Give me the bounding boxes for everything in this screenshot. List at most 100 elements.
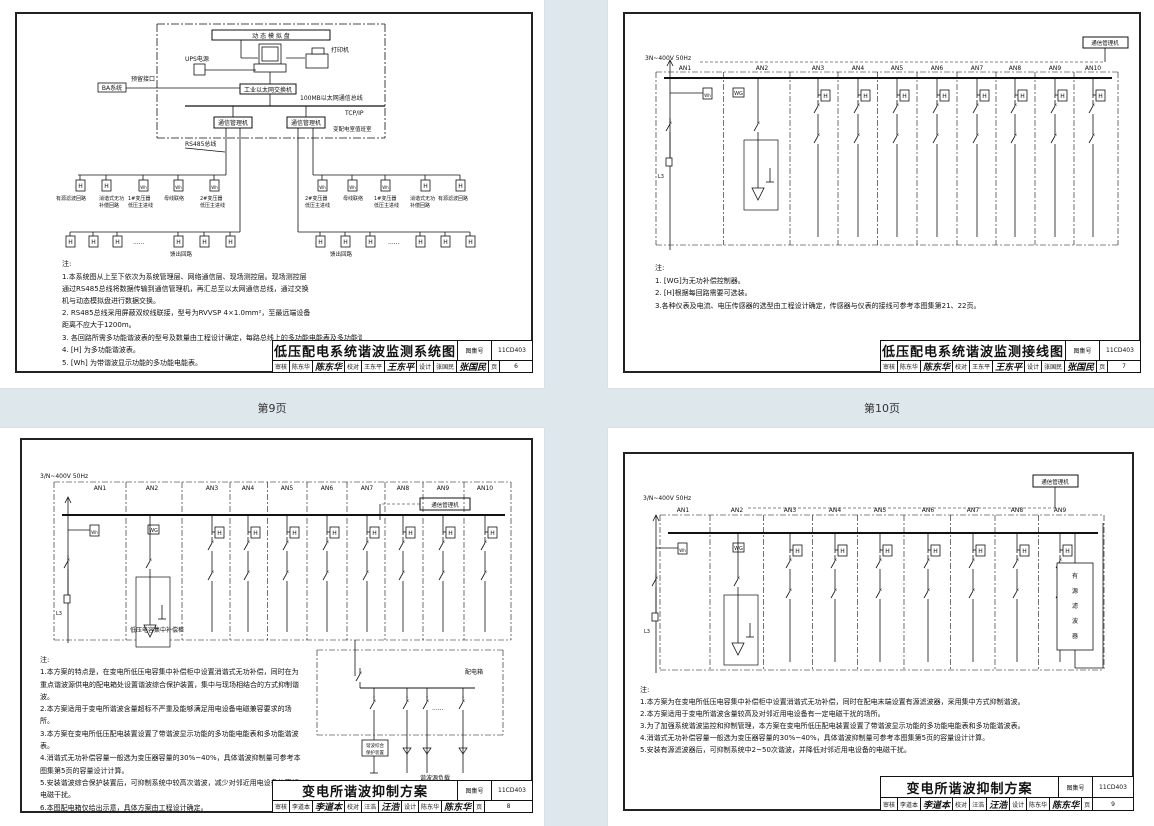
meter-symbol: Wh	[319, 185, 326, 190]
harmonic-meter-icon	[250, 526, 261, 539]
breaker-cross-icon: ×	[817, 102, 820, 107]
cabinet-label-an5: AN5	[891, 65, 904, 72]
current-transformer-icon	[651, 612, 659, 622]
wire-line	[923, 590, 929, 599]
supply-label: 3N~400V 50Hz	[645, 55, 691, 62]
circuit-label: 补偿回路	[410, 202, 430, 209]
note-6: 6.本图配电箱仅给出示意，具体方案由工程设计确定。	[40, 803, 208, 812]
breaker-cross-icon: ×	[462, 698, 465, 703]
breaker-cross-icon: ×	[211, 569, 214, 574]
breaker-cross-icon: ×	[1054, 102, 1057, 107]
meter-symbol: H	[176, 239, 181, 246]
meter-symbol: Wh	[91, 530, 98, 535]
meter-symbol: H	[104, 183, 109, 190]
current-transformer-icon	[63, 594, 71, 604]
breaker-cross-icon: ×	[286, 569, 289, 574]
note-4: 4.消谐式无功补偿容量一般选为变压器容量的30%~40%，具体谐波抑制量可参考本…	[640, 734, 990, 742]
tcpip-label: TCP/IP	[344, 110, 364, 117]
breaker-cross-icon: ×	[426, 698, 429, 703]
circuit-label: 低压主进线	[128, 202, 153, 209]
meter-symbol: H	[228, 239, 233, 246]
wg-controller-icon	[732, 542, 745, 553]
meter-symbol: H	[372, 530, 377, 537]
checker-name: 王东平	[970, 361, 994, 372]
meter-symbol: H	[933, 548, 938, 555]
harmonic-meter-icon	[455, 179, 466, 192]
harmonic-meter-icon	[289, 526, 300, 539]
wire-line	[243, 572, 249, 581]
meter-symbol: H	[408, 530, 413, 537]
atlas-number: 11CD403	[1093, 777, 1133, 799]
note-2: 2.本方案适用于变电所谐波含量超标不严重及能够满足用电设备电磁兼容要求的场所。	[40, 705, 292, 726]
cabinet-label-an5: AN5	[874, 507, 887, 514]
circuit-label: 低压主进线	[305, 202, 330, 209]
ba-system-label: BA系统	[102, 84, 122, 92]
harmonic-meter-icon	[465, 235, 476, 248]
drawing-title: 低压配电系统谐波监测系统图	[273, 341, 458, 362]
wire-line	[207, 542, 213, 551]
harmonic-meter-icon	[899, 89, 910, 102]
designer-signature: 陈东华	[1050, 798, 1083, 811]
cabinet-label-an1: AN1	[677, 507, 690, 514]
cabinet-label-an5: AN5	[281, 485, 294, 492]
checker-name: 汪浩	[362, 801, 380, 812]
breaker-cross-icon: ×	[149, 557, 152, 562]
breaker-cross-icon: ×	[211, 539, 214, 544]
meter-symbol: H	[490, 530, 495, 537]
notes: 注: 1.本方案为在变电所低压电容集中补偿柜中设置消谐式无功补偿，同时在配电末端…	[640, 684, 1100, 756]
cabinet-label-an2: AN2	[756, 65, 769, 72]
energy-meter-icon	[380, 179, 391, 192]
cabinet-label-an6: AN6	[321, 485, 334, 492]
breaker-cross-icon: ×	[857, 132, 860, 137]
meter-symbol: H	[823, 93, 828, 100]
harmonic-meter-icon	[112, 235, 123, 248]
breaker-cross-icon: ×	[1014, 132, 1017, 137]
note-5: 5. [Wh] 为带谐波显示功能的多功能电能表。	[62, 358, 202, 367]
wire-line	[145, 560, 151, 569]
circuit-label: 补偿回路	[99, 202, 119, 209]
breaker-cross-icon: ×	[896, 102, 899, 107]
harmonic-meter-icon	[101, 179, 112, 192]
comm-manager-label: 通信管理机	[218, 119, 248, 127]
breaker-cross-icon: ×	[402, 569, 405, 574]
meter-symbol: H	[795, 548, 800, 555]
design-label: 设计	[402, 801, 420, 812]
cabinet-label-an8: AN8	[1011, 507, 1024, 514]
breaker-cross-icon: ×	[1054, 132, 1057, 137]
breaker-cross-icon: ×	[936, 132, 939, 137]
harmonic-meter-icon	[65, 235, 76, 248]
cabinet-label-an3: AN3	[784, 507, 797, 514]
comm-manager-box-left	[213, 116, 253, 129]
wire-line	[923, 560, 929, 569]
wire-line	[830, 560, 836, 569]
meter-symbol: H	[458, 183, 463, 190]
page-number: 6	[514, 363, 518, 371]
breaker-cross-icon: ×	[976, 102, 979, 107]
wire-line	[1050, 105, 1056, 114]
printer-label: 打印机	[331, 46, 349, 54]
harmonic-meter-icon	[837, 544, 848, 557]
breaker-cross-icon: ×	[927, 557, 930, 562]
breaker-cross-icon: ×	[373, 698, 376, 703]
wire-line	[398, 572, 404, 581]
wire-line	[813, 105, 819, 114]
harmonic-meter-icon	[1095, 89, 1106, 102]
energy-meter-icon	[173, 179, 184, 192]
check-label: 校对	[345, 361, 363, 372]
note-heading: 注:	[640, 686, 650, 694]
note-3: 3. 各回路所需多功能谐波表的型号及数量由工程设计确定，每路总线上的多功能电能表…	[62, 333, 362, 342]
circuit-label: 2#变压器	[200, 195, 222, 202]
reviewer-signature: 陈东华	[313, 361, 346, 373]
meter-symbol: H	[423, 183, 428, 190]
cabinet-label-an8: AN8	[397, 485, 410, 492]
meter-symbol: H	[902, 93, 907, 100]
meter-symbol: H	[332, 530, 337, 537]
comm-manager-box	[1032, 474, 1079, 488]
comm-manager-label: 通信管理机	[1091, 39, 1119, 47]
